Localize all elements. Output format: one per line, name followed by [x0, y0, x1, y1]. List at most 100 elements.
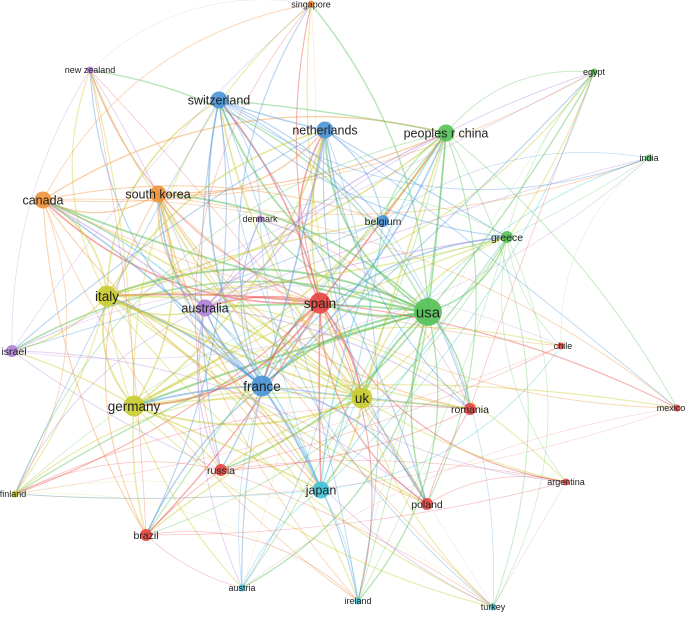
link-japan-belgium: [320, 220, 384, 491]
link-uk-russia: [220, 397, 363, 471]
link-japan-ireland: [320, 489, 359, 602]
node-japan[interactable]: [312, 481, 330, 499]
node-austria[interactable]: [238, 584, 246, 592]
node-netherlands[interactable]: [316, 121, 334, 139]
link-uk-australia: [204, 307, 363, 399]
link-switzerland-turkey: [218, 99, 494, 608]
link-greece-egypt: [506, 71, 595, 238]
node-south-korea[interactable]: [149, 185, 167, 203]
node-belgium[interactable]: [377, 215, 389, 227]
link-australia-russia: [196, 307, 222, 471]
label-chile: chile: [554, 341, 573, 351]
node-peoples-r-china[interactable]: [437, 124, 455, 142]
link-romania-finland: [14, 405, 471, 495]
link-mexico-finland: [14, 407, 678, 499]
link-uk-germany: [133, 397, 363, 426]
node-romania[interactable]: [464, 403, 476, 415]
network-links: [11, 0, 678, 608]
link-france-austria: [241, 385, 263, 589]
link-italy-australia: [106, 295, 206, 316]
link-france-south_korea: [157, 193, 263, 387]
link-france-germany: [133, 385, 263, 407]
link-switzerland-romania: [218, 99, 471, 410]
link-spain-france: [261, 302, 321, 387]
node-poland[interactable]: [421, 498, 433, 510]
link-new_zealand-brazil: [89, 69, 147, 536]
link-netherlands-israel: [11, 129, 326, 352]
label-uk: uk: [355, 391, 370, 406]
link-israel-chile: [11, 285, 562, 352]
link-uk-switzerland: [218, 99, 363, 399]
link-usa-south_korea: [157, 193, 429, 313]
label-netherlands: netherlands: [292, 124, 357, 138]
link-australia-greece: [204, 236, 508, 309]
link-switzerland-denmark: [218, 99, 261, 220]
node-usa[interactable]: [414, 298, 442, 326]
node-brazil[interactable]: [140, 529, 152, 541]
link-germany-romania: [133, 396, 471, 410]
node-uk[interactable]: [351, 387, 373, 409]
link-usa-switzerland: [218, 99, 429, 313]
node-india[interactable]: [645, 154, 653, 162]
node-russia[interactable]: [215, 464, 227, 476]
node-argentina[interactable]: [562, 478, 570, 486]
node-germany[interactable]: [123, 395, 145, 417]
link-romania-poland: [426, 408, 471, 505]
node-israel[interactable]: [6, 345, 18, 357]
label-japan: japan: [305, 484, 337, 498]
link-peoples_r_china-finland: [14, 132, 447, 495]
link-spain-germany: [133, 302, 321, 407]
label-russia: russia: [207, 465, 235, 477]
link-spain-new_zealand: [89, 69, 321, 304]
link-peoples_r_china-brazil: [145, 132, 447, 536]
link-usa-france: [261, 310, 429, 387]
node-finland[interactable]: [11, 490, 19, 498]
node-denmark[interactable]: [256, 215, 264, 223]
link-switzerland-poland: [218, 99, 428, 505]
link-spain-netherlands: [298, 129, 326, 304]
node-switzerland[interactable]: [210, 91, 228, 109]
node-italy[interactable]: [96, 285, 118, 307]
link-canada-finland: [14, 199, 68, 495]
link-netherlands-romania: [324, 129, 471, 410]
link-germany-netherlands: [133, 129, 326, 407]
node-greece[interactable]: [501, 231, 513, 243]
link-argentina-poland: [426, 476, 567, 505]
node-chile[interactable]: [557, 342, 565, 350]
node-france[interactable]: [251, 375, 273, 397]
label-ireland: ireland: [344, 596, 371, 606]
node-new-zealand[interactable]: [86, 66, 94, 74]
link-uk-netherlands: [310, 129, 363, 399]
label-mexico: mexico: [657, 403, 685, 413]
link-greece-turkey: [492, 236, 549, 608]
node-ireland[interactable]: [354, 597, 362, 605]
node-canada[interactable]: [34, 191, 52, 209]
link-italy-romania: [106, 295, 471, 410]
label-austria: austria: [228, 583, 255, 593]
link-canada-ireland: [42, 199, 359, 602]
link-canada-singapore: [42, 3, 312, 201]
link-peoples_r_china-poland: [426, 132, 477, 505]
link-south_korea-japan: [157, 193, 322, 491]
node-singapore[interactable]: [307, 0, 315, 8]
node-egypt[interactable]: [590, 68, 598, 76]
link-switzerland-brazil: [145, 99, 227, 536]
node-turkey[interactable]: [489, 603, 497, 611]
link-uk-argentina: [361, 397, 567, 483]
link-germany-turkey: [133, 405, 494, 608]
link-spain-mexico: [319, 302, 678, 409]
link-peoples_r_china-switzerland: [218, 99, 447, 134]
link-australia-egypt: [204, 71, 595, 309]
node-australia[interactable]: [196, 299, 214, 317]
link-peoples_r_china-egypt: [445, 70, 595, 134]
link-south_korea-netherlands: [157, 129, 326, 197]
link-uk-finland: [14, 392, 363, 495]
node-spain[interactable]: [309, 292, 331, 314]
link-singapore-russia: [194, 3, 312, 471]
label-israel: israel: [1, 346, 26, 358]
node-mexico[interactable]: [673, 404, 681, 412]
link-italy-switzerland: [106, 99, 220, 297]
link-peoples_r_china-turkey: [445, 132, 529, 608]
link-usa-peoples_r_china: [427, 132, 447, 313]
